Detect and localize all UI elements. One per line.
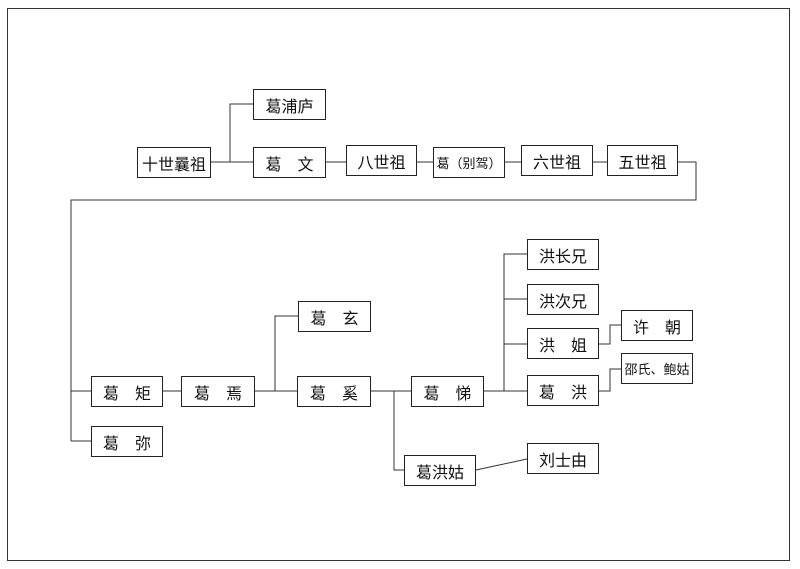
node-ge-xi: 葛 奚 bbox=[297, 376, 371, 407]
line-to-hongzhangxiong bbox=[503, 253, 527, 299]
node-ge-ti: 葛 悌 bbox=[411, 376, 484, 407]
line-to-gehonggu bbox=[393, 391, 404, 471]
node-liu-shi-you: 刘士由 bbox=[527, 443, 599, 474]
node-ge-wen: 葛 文 bbox=[253, 147, 326, 178]
node-ge-bie-jia: 葛（别驾） bbox=[433, 147, 505, 178]
node-ge-hong: 葛 洪 bbox=[527, 375, 599, 406]
node-wu-shi-zu: 五世祖 bbox=[607, 145, 678, 176]
node-hong-zhang-xiong: 洪长兄 bbox=[527, 239, 599, 270]
node-ge-puhu: 葛浦庐 bbox=[253, 89, 326, 120]
node-ge-hong-gu: 葛洪姑 bbox=[404, 455, 476, 486]
node-hong-jie: 洪 姐 bbox=[527, 328, 599, 359]
line-wushizu-down bbox=[70, 161, 697, 392]
node-hong-ci-xiong: 洪次兄 bbox=[527, 284, 599, 315]
line-to-hongcixiong bbox=[503, 298, 527, 344]
line-gehong-shaobao bbox=[599, 368, 621, 392]
node-ge-yan: 葛 焉 bbox=[181, 376, 255, 407]
line-hongjie-xuchao bbox=[599, 324, 621, 345]
node-ge-mi: 葛 弥 bbox=[91, 426, 163, 457]
node-ba-shi-zu: 八世祖 bbox=[346, 145, 417, 176]
node-ge-ju: 葛 矩 bbox=[91, 376, 163, 407]
diagram-frame bbox=[7, 8, 790, 561]
node-ge-xuan: 葛 玄 bbox=[298, 301, 371, 332]
node-shi-nang-zu: 十世曩祖 bbox=[137, 147, 211, 178]
node-xu-chao: 许 朝 bbox=[621, 310, 693, 341]
line-gehonggu-liushiyou bbox=[475, 458, 528, 471]
line-shizu-branch bbox=[211, 103, 253, 163]
line-to-gexuan bbox=[274, 315, 298, 391]
line-siblings-bus bbox=[503, 343, 527, 391]
node-shao-bao-gu: 邵氏、鲍姑 bbox=[621, 353, 693, 384]
node-liu-shi-zu: 六世祖 bbox=[521, 145, 593, 176]
